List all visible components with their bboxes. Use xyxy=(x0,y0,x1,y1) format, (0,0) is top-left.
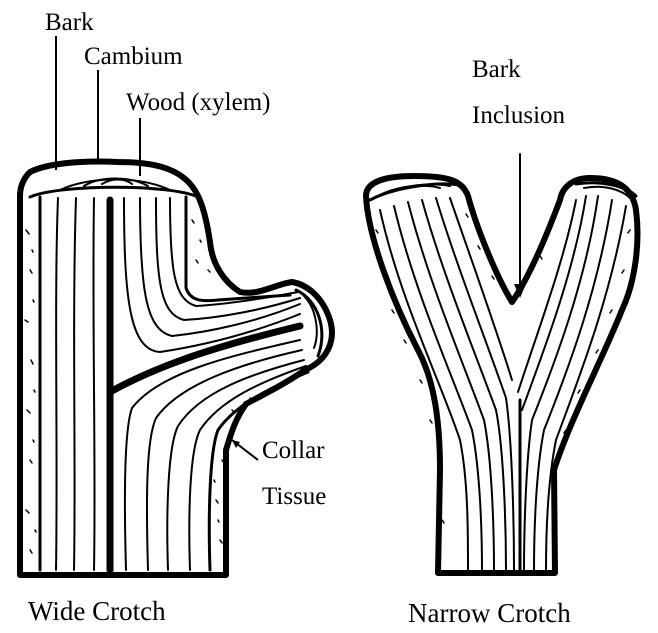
bark-inclusion-label-2: Inclusion xyxy=(472,103,565,128)
cambium-label: Cambium xyxy=(84,44,183,69)
wood-xylem-label: Wood (xylem) xyxy=(126,90,270,115)
wide-crotch-caption: Wide Crotch xyxy=(28,598,166,625)
bark-inclusion-label-1: Bark xyxy=(472,57,521,82)
narrow-crotch-drawing xyxy=(366,154,637,573)
wide-bark-outline xyxy=(20,161,332,575)
collar-tissue-label-2: Tissue xyxy=(262,484,326,509)
collar-tissue-label-1: Collar xyxy=(262,438,325,463)
bark-label: Bark xyxy=(45,10,94,35)
narrow-crotch-caption: Narrow Crotch xyxy=(408,600,571,627)
wide-crotch-drawing xyxy=(20,161,332,575)
wide-top-cut xyxy=(30,187,198,197)
narrow-bark-outline xyxy=(366,176,637,573)
